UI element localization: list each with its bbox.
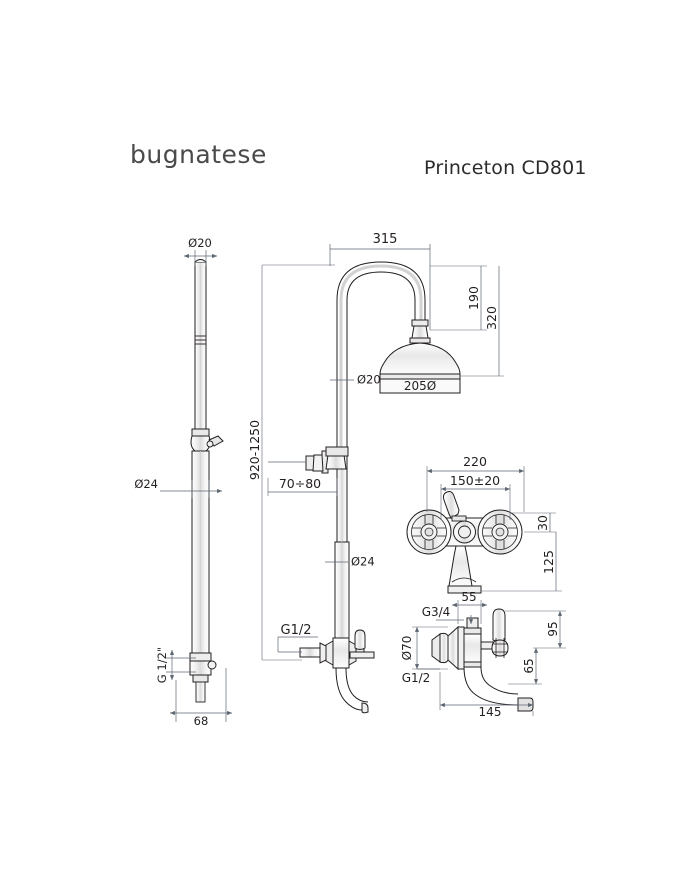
dim-label-arm-dia: Ø20 <box>357 373 381 387</box>
dim-mixer-top-offset: 30 <box>510 512 556 533</box>
dim-label-arm-reach: 315 <box>373 232 398 247</box>
dim-shower-thread: G3/4 <box>422 605 474 624</box>
dim-projection-top: 95 <box>505 610 566 649</box>
dim-label-head-drop: 190 <box>466 286 481 310</box>
dim-mixer-body-height: 125 <box>481 532 562 592</box>
dim-label-inlet-thread-side: G1/2 <box>402 671 431 685</box>
dim-spout-reach: 145 <box>439 672 534 719</box>
dim-label-mixer-body-height: 125 <box>541 550 556 574</box>
drawing-column-front: 205Ø <box>247 232 504 714</box>
drawing-mixer-side: 55 G3/4 95 65 <box>400 590 566 719</box>
dim-riser-rod-dia: Ø24 <box>134 477 222 498</box>
dim-riser-top-dia: Ø20 <box>184 236 217 266</box>
dim-label-shower-thread: G3/4 <box>422 605 451 619</box>
dim-mixer-centre-distance: 150±20 <box>440 473 511 520</box>
dim-label-inlet-centre: 65 <box>522 658 536 673</box>
dim-height-range: 920-1250 <box>247 420 262 480</box>
dim-label-riser-dia-front: Ø24 <box>351 555 375 569</box>
dim-riser-dia-front: Ø24 <box>325 555 375 569</box>
dim-label-height-range: 920-1250 <box>247 420 262 480</box>
dim-arm-reach: 315 <box>329 232 431 330</box>
dim-label-bracket-offset: 70÷80 <box>279 476 321 491</box>
dim-inlet-centre: 65 <box>508 648 542 685</box>
dim-head-drop: 190 <box>430 265 487 331</box>
dim-riser-base-width: 68 <box>170 668 232 728</box>
page-title: Princeton CD801 <box>424 157 587 179</box>
dim-label-inlet-thread-front: G1/2 <box>281 623 312 638</box>
handle-cold <box>406 509 452 555</box>
handle-hot <box>477 509 523 555</box>
dim-label-mixer-centre-distance: 150±20 <box>450 473 500 488</box>
dim-shower-outlet-offset: 55 <box>452 590 487 624</box>
dim-mixer-overall-width: 220 <box>426 454 525 512</box>
dim-bracket-offset: 70÷80 <box>267 461 338 496</box>
dim-label-base-width: 68 <box>194 714 209 728</box>
dim-label-total-drop: 320 <box>484 306 499 330</box>
dim-arm-dia: Ø20 <box>330 373 381 387</box>
dim-label-inlet-thread: G 1/2" <box>155 647 169 683</box>
dim-label-spout-reach: 145 <box>479 705 502 719</box>
dim-label-head-dia: 205Ø <box>404 379 436 393</box>
dim-total-drop: 320 <box>460 266 504 377</box>
dim-label-rod-dia: Ø24 <box>134 477 158 491</box>
dim-label-flange-dia: Ø70 <box>400 636 414 661</box>
dim-label-top-dia: Ø20 <box>188 236 212 250</box>
dim-label-mixer-top-offset: 30 <box>535 515 550 531</box>
dim-riser-inlet-thread: G 1/2" <box>155 647 196 683</box>
dim-label-shower-outlet-offset: 55 <box>461 590 476 604</box>
dim-label-mixer-overall-width: 220 <box>463 454 487 469</box>
dim-inlet-thread-side: G1/2 <box>402 668 440 685</box>
drawing-mixer-front: 220 150±20 30 125 <box>406 454 562 594</box>
dim-inlet-thread-front: G1/2 <box>277 623 318 653</box>
brand-logo: bugnatese <box>130 140 267 169</box>
dim-label-projection-top: 95 <box>546 621 560 636</box>
drawing-riser-left: Ø20 Ø24 G 1/2" 68 <box>134 236 232 728</box>
